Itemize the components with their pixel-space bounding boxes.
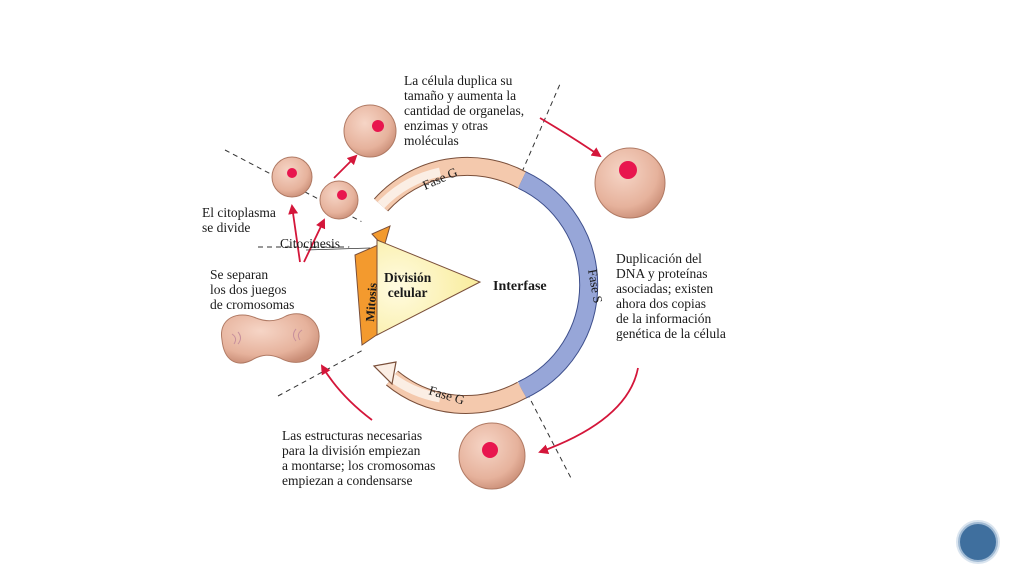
slide-number-badge bbox=[958, 522, 998, 562]
interphase-label: Interfase bbox=[493, 279, 547, 294]
label-cell-division: División celular bbox=[384, 270, 432, 300]
cycle-ring bbox=[343, 156, 599, 414]
division-wedge bbox=[376, 239, 482, 336]
arrow-up-right-daughter bbox=[303, 218, 326, 263]
arrow-right-to-bottom-cell bbox=[538, 367, 639, 454]
phase-s-label: Fase S bbox=[585, 268, 606, 304]
cell-daughter-left bbox=[271, 156, 313, 198]
red-arrows bbox=[288, 117, 639, 454]
dashed-line-top-right bbox=[521, 83, 561, 173]
arrowhead-g-bottom bbox=[372, 361, 397, 386]
cell-dividing bbox=[221, 313, 320, 364]
label-growth: La célula duplica su tamaño y aumenta la… bbox=[404, 73, 525, 148]
arrow-daughter-to-large bbox=[333, 154, 358, 179]
label-cytoplasm-divides: El citoplasma se divide bbox=[202, 205, 276, 235]
arrow-top-to-cell bbox=[539, 117, 602, 158]
arrow-bottom-to-left bbox=[320, 364, 373, 421]
cytokinesis-pointer bbox=[305, 247, 371, 251]
cell-daughter-right bbox=[319, 180, 359, 220]
cell-top-right bbox=[594, 147, 666, 219]
label-cytokinesis: Citocinesis bbox=[280, 236, 340, 251]
cell-bottom-right bbox=[458, 422, 526, 490]
label-structures: Las estructuras necesarias para la divis… bbox=[282, 428, 436, 488]
cell-top-large bbox=[343, 104, 397, 158]
mitosis-label: Mitosis bbox=[363, 282, 380, 322]
label-separate-chromosomes: Se separan los dos juegos de cromosomas bbox=[210, 267, 295, 312]
arrow-up-left-daughter bbox=[288, 204, 301, 263]
dashed-line-bottom-right bbox=[526, 392, 573, 481]
label-dna-duplication: Duplicación del DNA y proteínas asociada… bbox=[616, 251, 726, 341]
